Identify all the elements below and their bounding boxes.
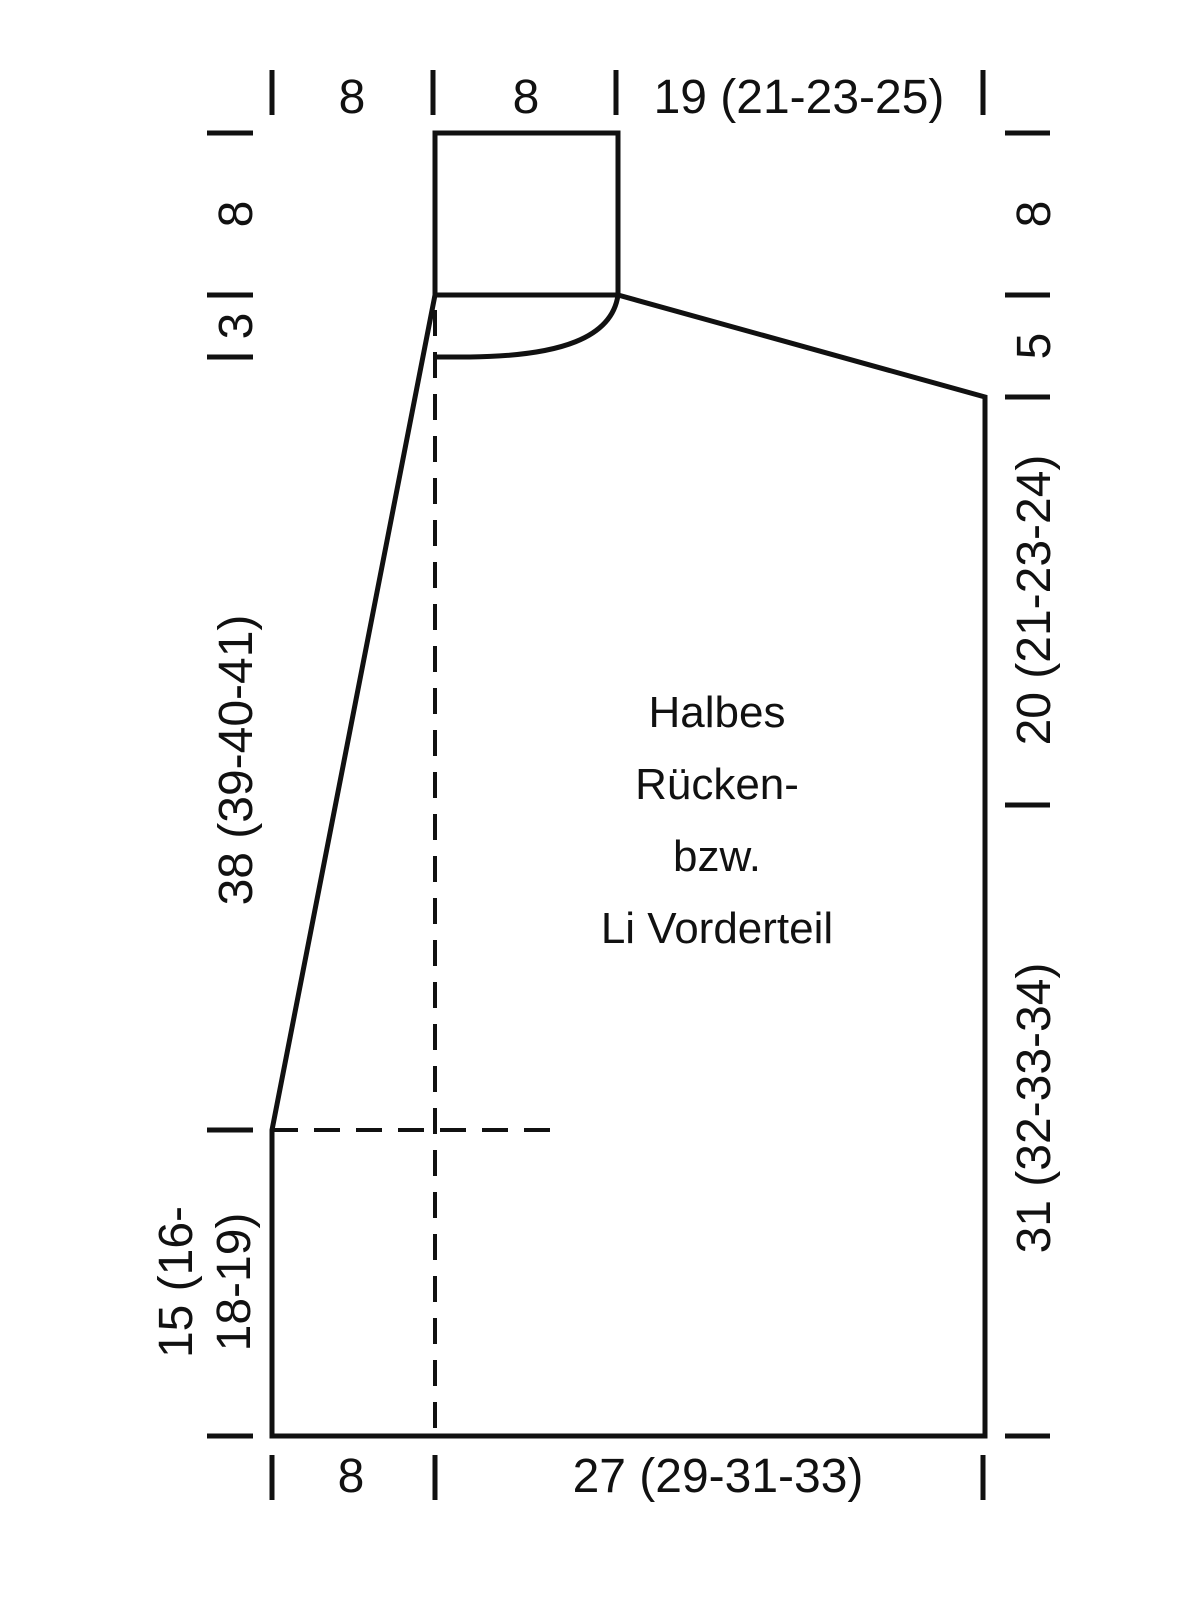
right-dim-collar: 8 — [1008, 201, 1061, 228]
left-dim-lower-line2: 18-19) — [208, 1213, 261, 1352]
top-dim-middle: 8 — [513, 71, 540, 124]
top-ticks — [269, 70, 986, 115]
bottom-ticks — [269, 1455, 986, 1500]
right-dim-armhole: 20 (21-23-24) — [1008, 455, 1061, 746]
right-dim-shoulder: 5 — [1008, 333, 1061, 360]
left-dim-upper: 38 (39-40-41) — [210, 615, 263, 906]
piece-label: Halbes Rücken- bzw. Li Vorderteil — [601, 688, 833, 953]
top-dim-left: 8 — [339, 71, 366, 124]
neckline-curve — [435, 294, 621, 360]
piece-label-line4: Li Vorderteil — [601, 904, 833, 953]
piece-label-line1: Halbes — [649, 688, 786, 737]
right-ticks — [1005, 130, 1050, 1439]
right-dim-body: 31 (32-33-34) — [1008, 963, 1061, 1254]
left-dim-neck: 3 — [210, 313, 263, 340]
left-dim-collar: 8 — [210, 201, 263, 228]
top-dim-right: 19 (21-23-25) — [654, 71, 945, 124]
bottom-dim-right: 27 (29-31-33) — [573, 1450, 864, 1503]
collar-outline — [432, 130, 621, 295]
piece-outline — [269, 292, 988, 1439]
left-dim-lower-line1: 15 (16- — [150, 1206, 203, 1358]
left-ticks — [207, 130, 253, 1439]
piece-label-line3: bzw. — [673, 832, 761, 881]
piece-label-line2: Rücken- — [635, 760, 799, 809]
bottom-dim-left: 8 — [338, 1450, 365, 1503]
